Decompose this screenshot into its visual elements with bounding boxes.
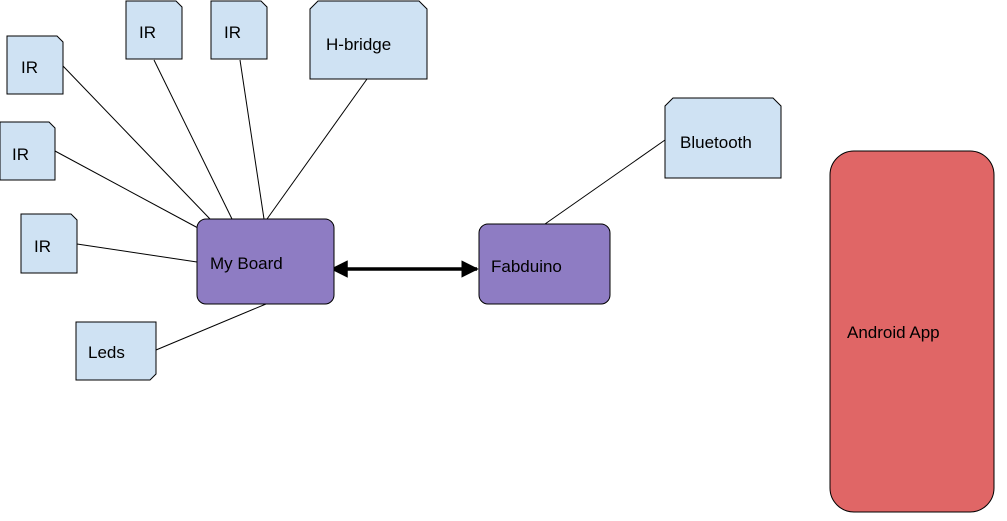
connector-ir2-board	[153, 59, 233, 220]
ir-sensor-4-label: IR	[12, 145, 29, 164]
ir-sensor-1: IR	[6, 35, 64, 95]
bluetooth-module-label: Bluetooth	[680, 133, 752, 152]
ir-sensor-2-shape	[125, 0, 183, 60]
ir-sensor-2-label: IR	[139, 23, 156, 42]
android-app-label: Android App	[847, 323, 940, 342]
ir-sensor-1-shape	[6, 35, 64, 95]
leds: Leds	[75, 321, 157, 381]
connector-ir1-board	[62, 65, 211, 220]
leds-shape	[75, 321, 157, 381]
ir-sensor-5: IR	[20, 213, 78, 274]
connector-ir3-board	[239, 59, 265, 220]
connector-leds-board	[155, 303, 267, 351]
android-app: Android App	[829, 150, 995, 513]
ir-sensor-5-shape	[20, 213, 78, 274]
ir-sensor-5-label: IR	[34, 237, 51, 256]
connector-ir5-board	[76, 243, 198, 263]
ir-sensor-3: IR	[210, 0, 268, 60]
ir-sensor-3-shape	[210, 0, 268, 60]
bluetooth-module-shape	[664, 97, 782, 179]
fabduino-label: Fabduino	[491, 257, 562, 276]
my-board: My Board	[196, 218, 335, 305]
connector-fabduino-bluetooth	[544, 139, 666, 225]
ir-sensor-4: IR	[0, 121, 56, 181]
fabduino-shape	[478, 223, 611, 305]
android-app-shape	[829, 150, 995, 513]
h-bridge-shape	[309, 0, 428, 80]
connector-ir4-board	[54, 150, 199, 229]
h-bridge: H-bridge	[309, 0, 428, 80]
ir-sensor-2: IR	[125, 0, 183, 60]
my-board-shape	[196, 218, 335, 305]
ir-sensor-1-label: IR	[21, 58, 38, 77]
connector-hbridge-board	[266, 78, 368, 220]
ir-sensor-3-label: IR	[224, 23, 241, 42]
my-board-label: My Board	[210, 254, 283, 273]
leds-label: Leds	[88, 343, 125, 362]
ir-sensor-4-shape	[0, 121, 56, 181]
bluetooth-module: Bluetooth	[664, 97, 782, 179]
h-bridge-label: H-bridge	[326, 35, 391, 54]
fabduino: Fabduino	[478, 223, 611, 305]
